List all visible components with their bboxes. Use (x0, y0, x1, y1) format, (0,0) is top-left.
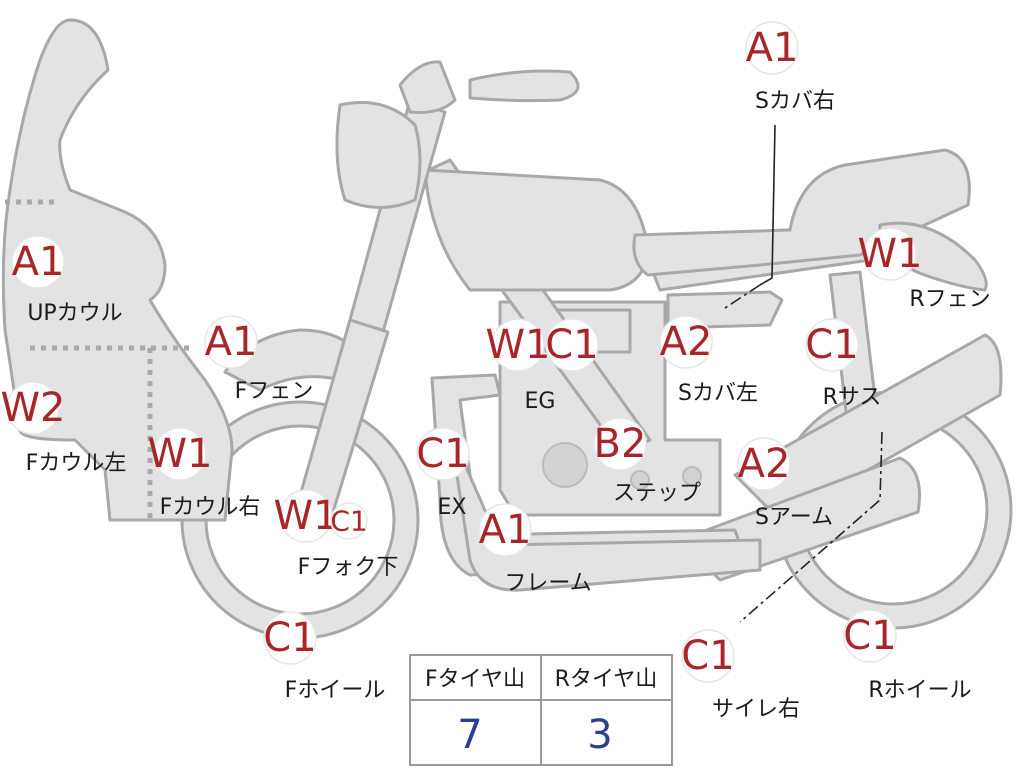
label-front-wheel: C1 Fホイール (263, 611, 386, 703)
part-name: Sカバ右 (755, 89, 835, 114)
fuel-tank (423, 168, 650, 292)
front-tire-value: 7 (457, 712, 482, 758)
grade-badge (478, 503, 532, 557)
grade-badge (204, 315, 258, 369)
grade-code: A2 (660, 319, 713, 365)
seat (632, 148, 971, 277)
grade-badge-w (491, 318, 545, 372)
grade-code: B2 (594, 421, 647, 467)
part-name: Fカウル右 (160, 495, 261, 520)
grade-code: W1 (148, 431, 213, 477)
grade-badge (863, 227, 917, 281)
part-name: Fフォク下 (298, 555, 399, 580)
part-name: Rサス (823, 385, 882, 410)
label-silencer-right: C1 サイレ右 (681, 629, 800, 722)
grade-code: W2 (1, 385, 66, 431)
label-front-cowl-left: W2 Fカウル左 (1, 381, 127, 476)
label-rear-wheel: C1 Rホイール (843, 609, 972, 703)
grade-code: C1 (805, 322, 858, 368)
label-s-cover-left: A2 Sカバ左 (659, 315, 758, 406)
grade-code: A2 (738, 441, 791, 487)
label-up-cowl: A1 UPカウル (11, 235, 123, 326)
grade-code: C1 (681, 633, 734, 679)
part-name: Rフェン (909, 287, 990, 312)
rear-tire-header: Rタイヤ山 (555, 667, 658, 692)
part-name: Sカバ左 (678, 381, 758, 406)
motorcycle-silhouette (1, 18, 1013, 640)
rear-tire-value: 3 (587, 712, 612, 758)
grade-badge (659, 315, 713, 369)
label-step: B2 ステップ (593, 417, 701, 506)
grade-badge (805, 318, 859, 372)
label-frame: A1 フレーム (478, 503, 592, 596)
part-name: サイレ右 (712, 697, 800, 722)
grade-badge (681, 629, 735, 683)
step-peg-left (630, 470, 650, 490)
grade-badge (416, 427, 470, 481)
label-rear-fender: W1 Rフェン (858, 227, 991, 312)
grade-code-w: W1 (486, 322, 551, 368)
grade-badge (153, 427, 207, 481)
part-name: Sアーム (755, 505, 833, 530)
grade-badge (11, 235, 65, 289)
part-name: Rホイール (868, 678, 971, 703)
label-s-cover-right: A1 Sカバ右 (745, 21, 835, 114)
grade-code: A1 (205, 319, 258, 365)
grade-badge (737, 437, 791, 491)
leader-lines (721, 124, 883, 623)
front-fairing (1, 18, 234, 522)
grade-badge-c (545, 318, 599, 372)
lower-frame (448, 428, 762, 592)
part-name: ステップ (613, 481, 701, 506)
grade-code-c: C1 (330, 505, 367, 538)
leader-s-cover-right-dash (721, 284, 761, 311)
grade-badge (593, 417, 647, 471)
grade-badge (263, 611, 317, 665)
handlebar (468, 69, 580, 103)
label-swing-arm: A2 Sアーム (737, 437, 833, 530)
part-name: Fホイール (285, 678, 386, 703)
grade-code-w: W1 (274, 493, 339, 539)
label-front-fender: A1 Fフェン (204, 315, 314, 404)
grade-badge-c (330, 502, 368, 540)
grade-code-c: C1 (545, 322, 598, 368)
label-engine: W1 C1 EG (486, 318, 599, 414)
grade-code: C1 (263, 615, 316, 661)
grade-code: C1 (416, 431, 469, 477)
step-peg-right (682, 466, 702, 486)
grade-code: W1 (858, 231, 923, 277)
engine-cover (542, 442, 588, 488)
label-rear-suspension: C1 Rサス (805, 318, 882, 410)
label-front-cowl-right: W1 Fカウル右 (148, 427, 261, 520)
part-name: EX (438, 495, 467, 520)
grade-code: A1 (746, 25, 799, 71)
grade-badge (843, 609, 897, 663)
grade-code: A1 (479, 507, 532, 553)
tire-tread-table: Fタイヤ山 Rタイヤ山 7 3 (409, 654, 673, 766)
part-name: フレーム (504, 571, 591, 596)
grade-code: C1 (843, 613, 896, 659)
label-front-fork-lower: W1 C1 Fフォク下 (274, 489, 399, 580)
grade-code: A1 (12, 239, 65, 285)
grade-badge (6, 381, 60, 435)
label-exhaust: C1 EX (416, 427, 470, 520)
swing-arm (733, 333, 1003, 522)
grade-badge (745, 21, 799, 75)
front-tire-header: Fタイヤ山 (425, 667, 525, 692)
headlight-cowl (335, 101, 422, 209)
leader-silencer-right (739, 431, 883, 623)
part-name: Fフェン (235, 379, 314, 404)
part-name: Fカウル左 (26, 451, 127, 476)
leader-s-cover-right (759, 124, 776, 286)
part-name: UPカウル (27, 301, 122, 326)
part-name: EG (525, 389, 556, 414)
mirror (398, 60, 457, 114)
